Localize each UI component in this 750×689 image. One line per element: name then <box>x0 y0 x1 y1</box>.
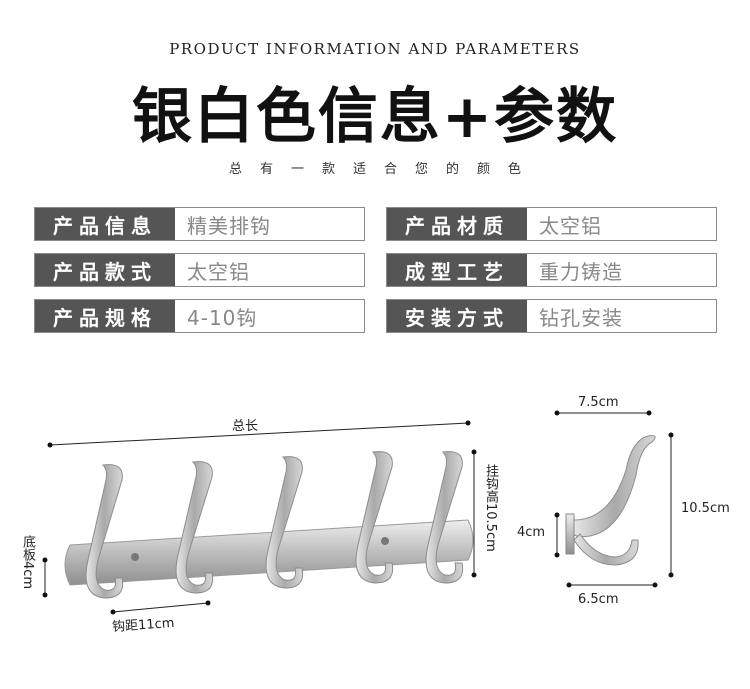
single-base-label: 4cm <box>517 525 546 540</box>
single-bottom-width-line <box>566 582 658 588</box>
single-top-width-line <box>554 410 652 416</box>
single-height-label: 10.5cm <box>681 501 730 516</box>
total-length-line <box>47 420 471 448</box>
spec-row-process: 成型工艺 重力铸造 <box>386 253 717 287</box>
spec-label: 产品信息 <box>35 208 175 240</box>
spec-label: 成型工艺 <box>387 254 527 286</box>
hook-height-line <box>471 449 477 578</box>
spec-row-product-info: 产品信息 精美排钩 <box>34 207 365 241</box>
spec-label: 安装方式 <box>387 300 527 332</box>
spec-row-size: 产品规格 4-10钩 <box>34 299 365 333</box>
spec-label: 产品材质 <box>387 208 527 240</box>
page-title: 银白色信息+参数 <box>131 82 619 152</box>
spec-value: 太空铝 <box>539 213 602 238</box>
base-height-line <box>42 557 48 598</box>
tagline: 总有一款适合您的颜色 <box>228 162 539 177</box>
spec-row-install: 安装方式 钻孔安装 <box>386 299 717 333</box>
single-base-line <box>554 512 560 558</box>
single-hook-side-view <box>565 435 656 566</box>
spec-value: 精美排钩 <box>187 213 271 238</box>
single-top-width-label: 7.5cm <box>578 395 619 410</box>
single-bottom-width-label: 6.5cm <box>578 592 619 607</box>
spec-label: 产品规格 <box>35 300 175 332</box>
spec-value: 重力铸造 <box>539 259 623 284</box>
spec-row-style: 产品款式 太空铝 <box>34 253 365 287</box>
hook-height-label: 挂钩高10.5cm <box>483 464 498 552</box>
subtitle-en: PRODUCT INFORMATION AND PARAMETERS <box>169 40 581 58</box>
spec-value: 钻孔安装 <box>539 305 623 330</box>
spec-value: 4-10钩 <box>187 305 258 330</box>
total-length-label: 总长 <box>232 419 259 434</box>
screw-icon <box>381 537 389 545</box>
screw-icon <box>131 553 139 561</box>
base-height-label: 底板4cm <box>20 535 35 590</box>
hooks <box>85 451 464 599</box>
hook-spacing-line <box>110 600 211 615</box>
spec-row-material: 产品材质 太空铝 <box>386 207 717 241</box>
single-height-line <box>668 432 674 578</box>
spec-value: 太空铝 <box>187 259 250 284</box>
spec-label: 产品款式 <box>35 254 175 286</box>
